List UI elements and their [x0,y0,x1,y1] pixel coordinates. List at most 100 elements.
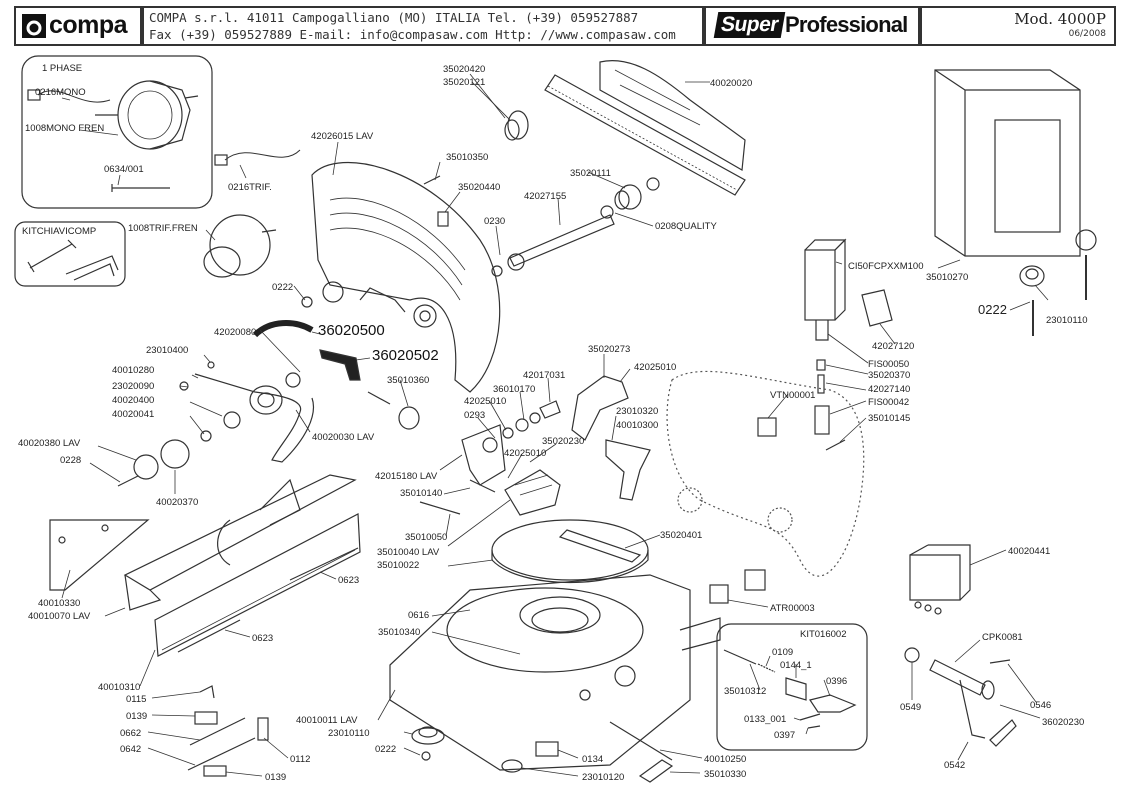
part-label: 42027155 [524,191,566,202]
fence-40010070 [123,474,357,611]
part-label: 0623 [252,633,273,644]
part-label: 36020502 [372,347,439,364]
part-label: ATR00003 [770,603,815,614]
pin-35010360 [367,391,391,405]
strip-0623-lower [177,619,241,653]
electronics-block-40020441 [909,544,971,601]
part-label: 40020030 LAV [312,432,375,443]
leader-lines [61,73,1049,777]
part-label: CPK0081 [982,632,1023,643]
part-label: 35020230 [542,436,584,447]
screw-35020440 [437,211,449,227]
part-label: 35020121 [443,77,485,88]
motor-outline-dotted-ring-2 [767,507,793,533]
model-date: 06/2008 [1068,29,1106,39]
part-label: 36020230 [1042,717,1084,728]
plate-0139-b [203,765,227,777]
wrench-icon [27,239,77,273]
part-labels: 0216MONO 1008MONO FREN 0634/001 0216TRIF… [18,64,1088,783]
guard-link-36020500 [252,320,314,338]
foot-23010110-right [1019,265,1045,287]
part-label: 23010110 [1046,315,1088,326]
block-atr00003-a [709,584,729,604]
laser-unit [804,238,847,341]
logo-mark-icon [22,13,46,38]
part-label: 35020370 [868,370,910,381]
part-label: 35020111 [570,168,611,179]
drive-belt [544,74,746,196]
part-label: 0144_1 [780,660,812,671]
part-label: 40010011 LAV [296,715,358,726]
head-clamp-35020230 [504,469,561,516]
part-label: 23010110 [328,728,370,739]
handle-0396 [809,694,857,713]
part-label: 35010050 [405,532,447,543]
part-label: 0662 [120,728,141,739]
part-label: 23020090 [112,381,154,392]
part-label: 0623 [338,575,359,586]
part-label: 40010300 [616,420,658,431]
fence-40010330 [49,519,150,591]
part-label: 0542 [944,760,965,771]
part-label: 0139 [126,711,147,722]
part-label: 1008MONO FREN [25,123,104,134]
trif-cable [224,149,301,161]
bushing-0144 [785,677,807,701]
part-label: 35020440 [458,182,500,193]
head-bracket-42015180 [461,424,506,486]
bracket-0112 [257,717,269,741]
part-label: 35020420 [443,64,485,75]
machine-base-40010011 [389,574,721,771]
part-label: 35020401 [660,530,702,541]
header-series-box: Super Professional [704,6,920,46]
plug-0134 [535,741,559,757]
screw-0228 [117,475,139,487]
header-model-box: Mod. 4000P 06/2008 [920,6,1116,46]
clamp-fis00042 [814,405,830,435]
part-label: 42017031 [523,370,565,381]
part-label: 0133_001 [744,714,786,725]
single-phase-motor [95,80,199,150]
washer-right-top [1075,229,1097,251]
box-title-tool-kit: KITCHIAVICOMP [22,226,96,237]
part-label: 35010022 [377,560,419,571]
series-professional: Professional [785,12,908,37]
part-label: 0115 [126,694,146,705]
clip-0115 [199,685,215,699]
pulley-rear [600,177,660,219]
part-label: 35010145 [868,413,910,424]
lever-35020273 [571,375,629,441]
part-label: 42026015 LAV [311,131,374,142]
motor-outline-dotted [666,370,865,577]
part-label: 0222 [272,282,293,293]
pin-35010145 [825,439,846,451]
pin-35010050 [419,501,461,515]
key-634 [111,184,170,192]
wheel-40020380 [133,454,159,480]
turntable-35010022 [491,519,649,584]
part-label: 0222 [978,302,1007,317]
part-label: 0396 [826,676,847,687]
part-label: 40010070 LAV [28,611,91,622]
washer-40020400 [223,411,241,429]
blade-guard [311,161,501,393]
spring-42027140 [817,374,825,394]
cabinet-35010270 [934,69,1081,257]
part-label: 40010250 [704,754,746,765]
company-contacts: Fax (+39) 059527889 E-mail: info@compasa… [149,27,676,42]
pivot-arm [194,372,314,463]
terminal-1 [914,601,922,609]
nut-23010400 [207,361,215,369]
part-label: VTN00001 [770,390,815,401]
part-label: 35010140 [400,488,442,499]
part-label: 40020400 [112,395,154,406]
part-label: 0397 [774,730,795,741]
fence-40010310 [154,513,361,657]
belt-guard [599,60,746,171]
block-atr00003-b [744,569,766,591]
disc-40020370 [160,439,190,469]
part-label: 40010310 [98,682,140,693]
pin-35010140 [469,479,496,493]
foot-23010110 [411,726,445,745]
part-label: 0293 [464,410,485,421]
